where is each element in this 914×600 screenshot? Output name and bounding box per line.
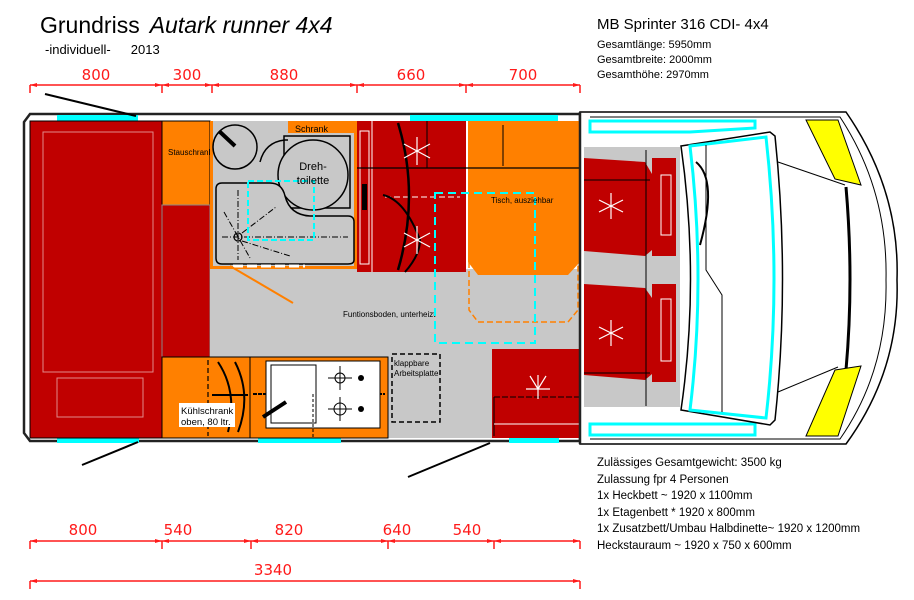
windows xyxy=(57,115,559,443)
label-table: Tisch, ausziehbar xyxy=(491,196,554,205)
fact-rear-storage: Heckstauraum ~ 1920 x 750 x 600mm xyxy=(597,539,792,552)
steering-wheel xyxy=(695,161,709,246)
window-rear-left xyxy=(57,115,138,121)
bottom-dimension-chain xyxy=(29,539,581,589)
seat-star-1 xyxy=(403,137,431,165)
vehicle-specs: Gesamtlänge: 5950mm Gesamtbreite: 2000mm… xyxy=(597,38,712,83)
fact-bunk-bed: 1x Etagenbett * 1920 x 800mm xyxy=(597,506,755,519)
year-label: 2013 xyxy=(130,42,160,57)
label-toilet-2: toilette xyxy=(297,175,329,187)
headlight-left xyxy=(805,119,862,186)
window-dinette xyxy=(509,437,559,443)
label-fridge-2: oben, 80 ltr. xyxy=(181,417,231,428)
label-toilet-1: Dreh- xyxy=(299,161,327,173)
dim-top-3: 880 xyxy=(270,66,299,84)
hob-burners xyxy=(328,366,352,421)
dim-bottom-2: 540 xyxy=(164,521,193,539)
folding-worktop xyxy=(391,353,441,423)
dim-top-2: 300 xyxy=(173,66,202,84)
label-stauschrank: Stauschrank xyxy=(168,148,213,157)
subtitle: -individuell- 2013 xyxy=(45,42,160,57)
cab xyxy=(584,119,862,437)
bathroom xyxy=(210,121,357,269)
seat-star-2 xyxy=(403,226,431,254)
window-rear-right xyxy=(57,437,139,443)
dim-bottom-5: 540 xyxy=(453,521,482,539)
facts-list: Zulässiges Gesamtgewicht: 3500 kg Zulass… xyxy=(597,455,860,554)
spec-height: Gesamthöhe: 2970mm xyxy=(597,69,709,81)
bunk-bed-seat xyxy=(357,121,466,273)
passenger-seat xyxy=(584,284,676,382)
fact-rear-bed: 1x Heckbett ~ 1920 x 1100mm xyxy=(597,490,753,502)
rear-bed xyxy=(29,120,163,439)
fact-persons: Zulassung fpr 4 Personen xyxy=(597,473,729,486)
driver-seat xyxy=(584,158,676,256)
label-schrank: Schrank xyxy=(295,124,329,134)
window-kitchen xyxy=(258,437,341,443)
spec-width: Gesamtbreite: 2000mm xyxy=(597,54,712,66)
title-text: Grundriss xyxy=(40,12,140,38)
extendable-table xyxy=(434,121,580,344)
dim-top-4: 660 xyxy=(397,66,426,84)
vehicle-name: MB Sprinter 316 CDI- 4x4 xyxy=(597,16,769,33)
fact-weight: Zulässiges Gesamtgewicht: 3500 kg xyxy=(597,457,782,469)
label-worktop-1: klappbare xyxy=(394,359,430,368)
spec-length: Gesamtlänge: 5950mm xyxy=(597,39,712,51)
top-dimension-chain xyxy=(29,83,581,93)
dim-top-5: 700 xyxy=(509,66,538,84)
dim-bottom-4: 640 xyxy=(383,521,412,539)
fact-extra-bed: 1x Zusatzbett/Umbau Halbdinette~ 1920 x … xyxy=(597,523,861,535)
dim-top-1: 800 xyxy=(82,66,111,84)
dim-bottom-1: 800 xyxy=(69,521,98,539)
dim-bottom-3: 820 xyxy=(275,521,304,539)
kitchen xyxy=(161,353,441,439)
label-fridge-1: Kühlschrank xyxy=(181,406,234,417)
window-flaps xyxy=(44,93,491,478)
label-worktop-2: Arbeitsplatte xyxy=(394,369,439,378)
page-title: Grundriss Autark runner 4x4 xyxy=(40,12,333,39)
dinette-seat xyxy=(492,349,580,438)
variant-label: -individuell- xyxy=(45,42,111,57)
label-floor: Funtionsboden, unterheizt xyxy=(343,310,436,319)
dim-total: 3340 xyxy=(254,561,292,579)
model-name: Autark runner 4x4 xyxy=(149,12,333,38)
headlight-right xyxy=(805,365,862,437)
window-side xyxy=(410,115,558,121)
